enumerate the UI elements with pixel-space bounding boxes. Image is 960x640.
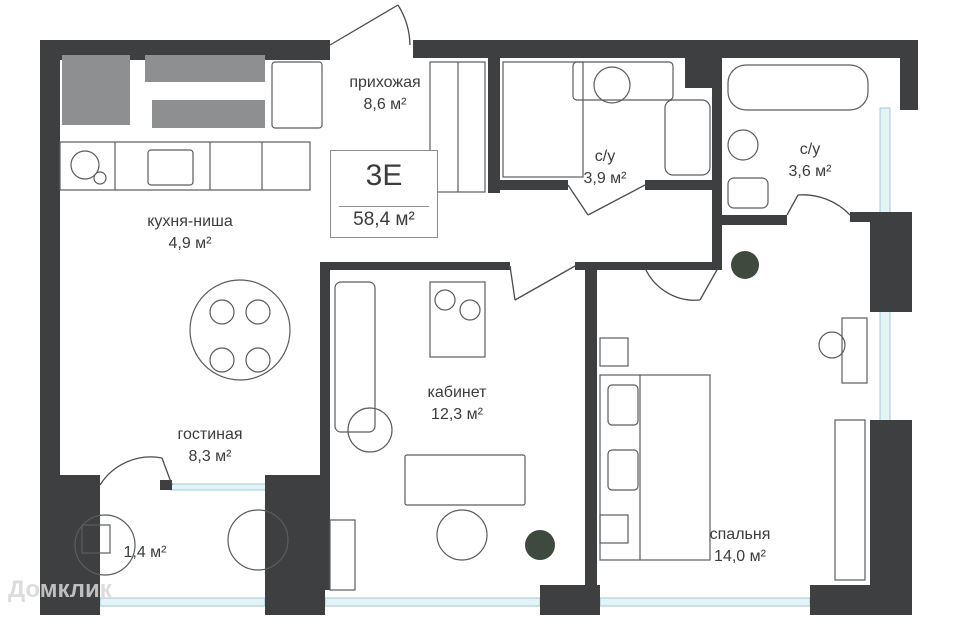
furniture	[59, 61, 869, 591]
room-label-bedroom: спальня 14,0 м²	[710, 524, 771, 568]
apartment-info-box: 3E 58,4 м²	[330, 150, 438, 238]
room-area: 12,3 м²	[431, 406, 483, 423]
room-label-kitchen: кухня-ниша 4,9 м²	[147, 211, 233, 255]
room-name: с/у	[594, 148, 616, 165]
room-area: 3,6 м²	[788, 163, 832, 180]
room-label-living: гостиная 8,3 м²	[177, 424, 242, 468]
room-name: гостиная	[177, 426, 243, 443]
doors	[99, 4, 851, 486]
room-name: спальня	[709, 526, 771, 543]
room-name: с/у	[799, 141, 821, 158]
apartment-code: 3E	[365, 159, 403, 192]
room-label-bathroom-1: с/у 3,9 м²	[583, 146, 626, 190]
room-name: кабинет	[427, 384, 487, 401]
room-area: 8,6 м²	[363, 96, 407, 113]
room-label-hallway: прихожая 8,6 м²	[349, 72, 420, 116]
watermark: Домклик	[8, 576, 112, 603]
room-area: 4,9 м²	[168, 235, 212, 252]
room-name: кухня-ниша	[147, 213, 233, 230]
room-area: 8,3 м²	[188, 448, 232, 465]
room-label-study: кабинет 12,3 м²	[428, 382, 487, 426]
divider	[339, 206, 429, 207]
room-area: 3,9 м²	[583, 170, 627, 187]
room-label-balcony: 1,4 м²	[123, 542, 166, 564]
plants	[525, 251, 759, 560]
built-in-blocks	[62, 55, 265, 128]
room-label-bathroom-2: с/у 3,6 м²	[788, 139, 831, 183]
room-area: 14,0 м²	[714, 548, 766, 565]
room-area: 1,4 м²	[123, 544, 167, 561]
room-name: прихожая	[349, 74, 421, 91]
total-area: 58,4 м²	[353, 209, 415, 230]
